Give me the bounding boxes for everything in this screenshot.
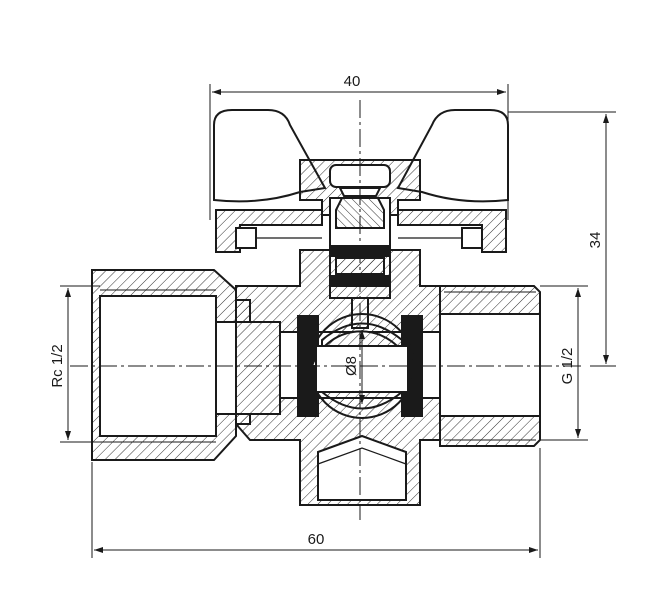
dim-right-height: 34: [587, 232, 604, 249]
handle-right-wing: [396, 109, 509, 203]
dim-ball-diameter: Ø8: [343, 356, 360, 376]
butterfly-handle: [213, 109, 509, 203]
dimension-lines: [60, 84, 616, 558]
ball-assembly: [297, 313, 423, 419]
dim-bottom-width: 60: [308, 531, 325, 548]
handle-left-wing: [213, 109, 327, 203]
centerlines: [70, 100, 585, 520]
dim-right-thread: G 1/2: [559, 348, 576, 385]
dim-left-thread: Rc 1/2: [49, 344, 66, 387]
handle-plate: [215, 209, 507, 253]
dim-top-width: 40: [344, 73, 361, 90]
